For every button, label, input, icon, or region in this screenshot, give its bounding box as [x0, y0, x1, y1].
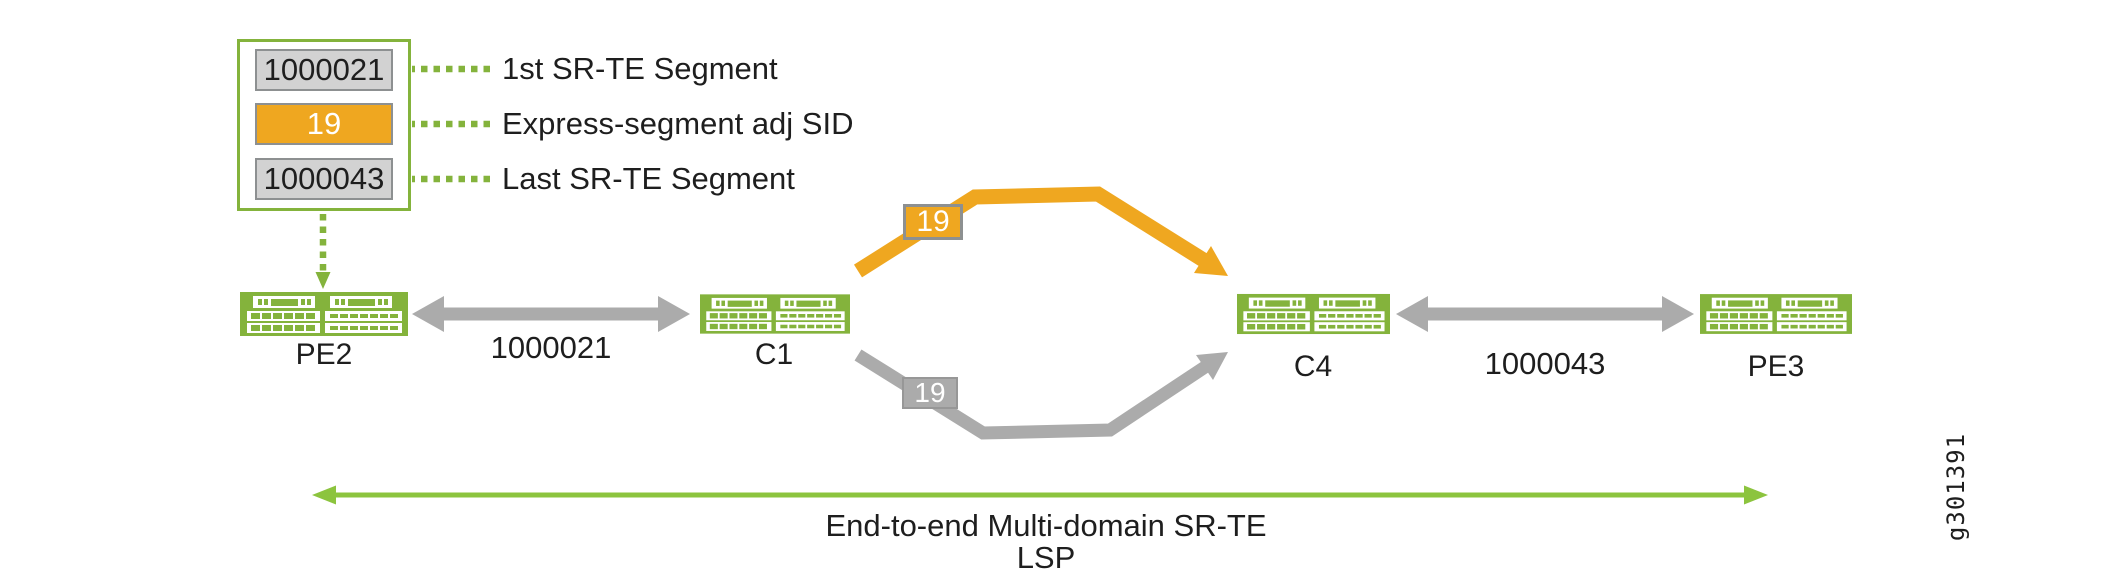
express-sid-badge-gray: 19: [902, 377, 958, 409]
arrowhead-down: [315, 272, 331, 289]
figure-id: g301391: [1942, 432, 1970, 542]
link-arrow-c4-pe3: [1396, 296, 1694, 332]
link-label-c4-pe3: 1000043: [1484, 346, 1606, 381]
link-arrow-pe2-c1: [412, 296, 690, 332]
legend-label-express-adj-sid: Express-segment adj SID: [502, 106, 854, 141]
router-icon-pe2: [240, 292, 408, 336]
link-arrowhead-left: [412, 296, 444, 332]
router-icon-pe3: [1700, 293, 1852, 335]
router-icon-c4: [1237, 293, 1390, 335]
legend-label-first-segment: 1st SR-TE Segment: [502, 51, 778, 86]
router-label-c4: C4: [1293, 350, 1333, 383]
legend-value-express-adj-sid: 19: [255, 103, 393, 145]
legend-pointer-lines: [319, 65, 490, 272]
link-shaft: [1426, 307, 1664, 321]
link-arrowhead-right: [1662, 296, 1694, 332]
router-label-c1: C1: [754, 338, 794, 371]
legend-value-last-segment: 1000043: [255, 158, 393, 200]
legend-value-first-segment: 1000021: [255, 49, 393, 91]
router-label-pe2: PE2: [295, 338, 353, 371]
legend-label-last-segment: Last SR-TE Segment: [502, 161, 795, 196]
link-arrowhead-left: [1396, 296, 1428, 332]
lsp-arrowhead-right: [1744, 485, 1768, 505]
lsp-arrowhead-left: [312, 485, 336, 505]
link-arrowhead-right: [658, 296, 690, 332]
lsp-caption: End-to-end Multi-domain SR-TE LSP: [825, 508, 1267, 575]
express-sid-badge-orange: 19: [903, 204, 963, 240]
router-icon-c1: [700, 294, 850, 334]
link-label-pe2-c1: 1000021: [490, 330, 612, 365]
lsp-span-arrowheads: [312, 485, 1768, 505]
router-label-pe3: PE3: [1747, 350, 1805, 383]
link-shaft: [440, 307, 662, 321]
express-path-arrowhead: [1194, 246, 1228, 276]
underlying-path-arrowhead: [1196, 352, 1228, 380]
